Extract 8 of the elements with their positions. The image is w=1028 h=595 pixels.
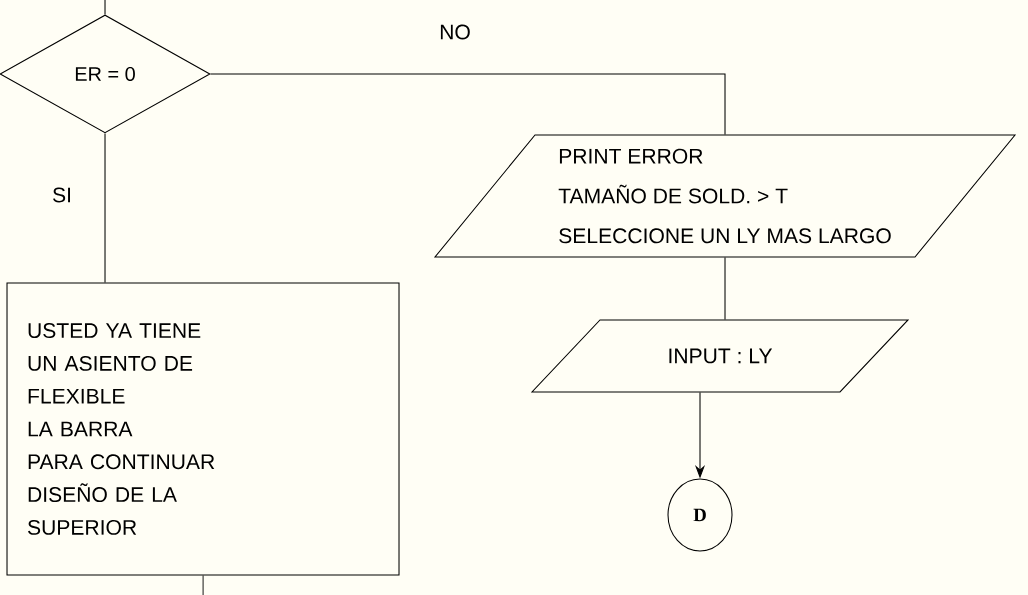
edge-label: NO	[436, 22, 474, 42]
edge-label: SI	[49, 185, 75, 205]
connector-line	[104, 133, 106, 283]
connector-line	[104, 0, 106, 15]
connector-line	[202, 575, 204, 595]
connector-line	[724, 257, 726, 320]
message-box: USTED YA TIENE UN ASIENTO DE FLEXIBLE LA BARRA PARA CONTINUAR DISEÑO DE LA SUPERIOR	[6, 282, 400, 576]
connector-line	[210, 73, 726, 135]
